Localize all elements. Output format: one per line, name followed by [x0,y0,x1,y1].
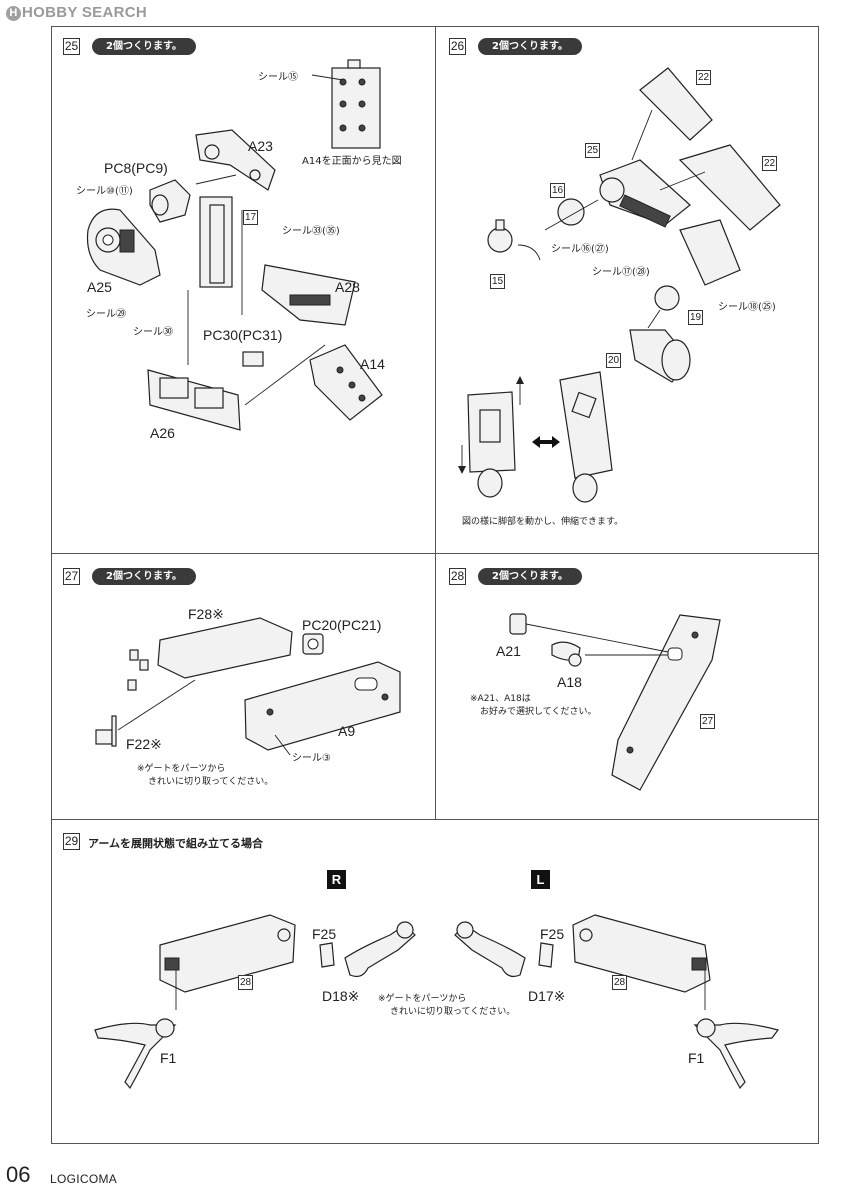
step-pill: 2個つくります。 [92,568,196,585]
divider [435,26,436,819]
step-pill: 2個つくります。 [478,38,582,55]
step-number: 27 [63,568,80,585]
part-label: シール③ [292,753,331,764]
assembly-note: お好みで選択してください。 [480,707,597,717]
step-number: 26 [449,38,466,55]
step29-art [94,914,780,1090]
part-label: A23 [248,138,273,154]
step-ref-box: 20 [606,353,621,368]
step-title: アームを展開状態で組み立てる場合 [88,837,264,850]
part-label: D18※ [322,988,360,1004]
assembly-note: きれいに切り取ってください。 [148,777,274,787]
step-ref-box: 19 [688,310,703,325]
step-ref-box: 22 [696,70,711,85]
left-side-badge: L [531,870,550,889]
step-ref-box: 16 [550,183,565,198]
part-label: A14 [360,356,385,372]
right-side-badge: R [327,870,346,889]
assembly-note: きれいに切り取ってください。 [390,1007,516,1017]
part-label: シール㉝(㉟) [282,226,340,237]
step-ref-box: 25 [585,143,600,158]
part-label: F28※ [188,606,224,622]
part-label: PC8(PC9) [104,160,168,176]
step-number: 29 [63,833,80,850]
part-label: シール⑩(⑪) [76,186,133,197]
step-number: 25 [63,38,80,55]
part-label: D17※ [528,988,566,1004]
product-title: LOGICOMA [50,1172,118,1186]
part-label: シール⑰(㉘) [592,267,650,278]
step-ref-box: 22 [762,156,777,171]
step-ref-box: 15 [490,274,505,289]
part-label: F1 [688,1050,705,1066]
assembly-note: ※ゲートをパーツから [137,764,226,774]
divider [51,819,819,820]
assembly-note: ※A21、A18は [470,694,531,704]
step28-art [509,613,721,791]
step-pill: 2個つくります。 [478,568,582,585]
step27-art [95,617,401,756]
step-number: 28 [449,568,466,585]
assembly-note: ※ゲートをパーツから [378,994,467,1004]
part-label: PC30(PC31) [203,327,283,343]
step26-art [458,67,781,503]
site-logo-text: HOBBY SEARCH [22,4,148,21]
part-label: シール⑯(㉗) [551,244,609,255]
part-label: A9 [338,723,356,739]
part-label: A25 [87,279,112,295]
assembly-note: 図の様に脚部を動かし、伸縮できます。 [462,517,624,527]
part-label: A28 [335,279,360,295]
step25-art [86,59,383,431]
part-label: A21 [496,643,521,659]
step-ref-box: 28 [238,975,253,990]
step-ref-box: 17 [243,210,258,225]
part-label: F1 [160,1050,177,1066]
part-label: F25 [540,926,565,942]
part-label: F22※ [126,736,162,752]
part-label: F25 [312,926,337,942]
part-label: A26 [150,425,175,441]
part-label: A14を正面から見た図 [302,156,402,167]
step-pill: 2個つくります。 [92,38,196,55]
part-label: PC20(PC21) [302,617,382,633]
step-ref-box: 27 [700,714,715,729]
part-label: A18 [557,674,582,690]
step-ref-box: 28 [612,975,627,990]
part-label: シール㉚ [133,327,173,338]
part-label: シール㉙ [86,309,126,320]
part-label: シール⑮ [258,72,298,83]
part-label: シール⑱(㉕) [718,302,776,313]
page-number: 06 [6,1162,31,1187]
